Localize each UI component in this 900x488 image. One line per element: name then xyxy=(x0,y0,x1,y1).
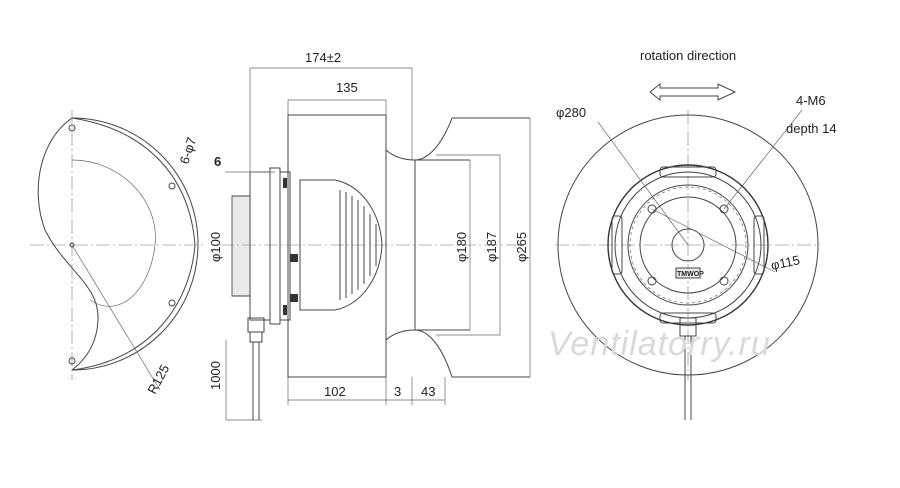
impeller-width-label: 135 xyxy=(336,80,358,95)
inlet-diameter-2-label: φ187 xyxy=(484,232,499,262)
cable-length-label: 1000 xyxy=(208,361,223,390)
thread-spec-label: 4-M6 xyxy=(796,93,826,108)
front-view xyxy=(555,82,820,420)
inlet-depth-label: 43 xyxy=(421,384,435,399)
overall-length-label: 174±2 xyxy=(305,50,341,65)
rotation-direction-label: rotation direction xyxy=(640,48,736,63)
inlet-diameter-1-label: φ180 xyxy=(454,232,469,262)
radius-label: R125 xyxy=(144,362,172,396)
bolt-circle-label: φ115 xyxy=(770,252,802,273)
brand-badge: TMWOP xyxy=(677,271,704,278)
motor-depth-label: 102 xyxy=(324,384,346,399)
gap-label: 3 xyxy=(394,384,401,399)
impeller-diameter-label: φ280 xyxy=(556,105,586,120)
side-section-view xyxy=(220,67,531,421)
thread-depth-label: depth 14 xyxy=(786,121,837,136)
inlet-diameter-3-label: φ265 xyxy=(514,232,529,262)
watermark: Ventilatorry.ru xyxy=(548,325,771,363)
hole-pattern-label: 6-φ7 xyxy=(177,135,200,166)
flange-thickness-label: 6 xyxy=(214,154,221,169)
motor-diameter-label: φ100 xyxy=(208,232,223,262)
mounting-plate-view xyxy=(30,110,205,391)
